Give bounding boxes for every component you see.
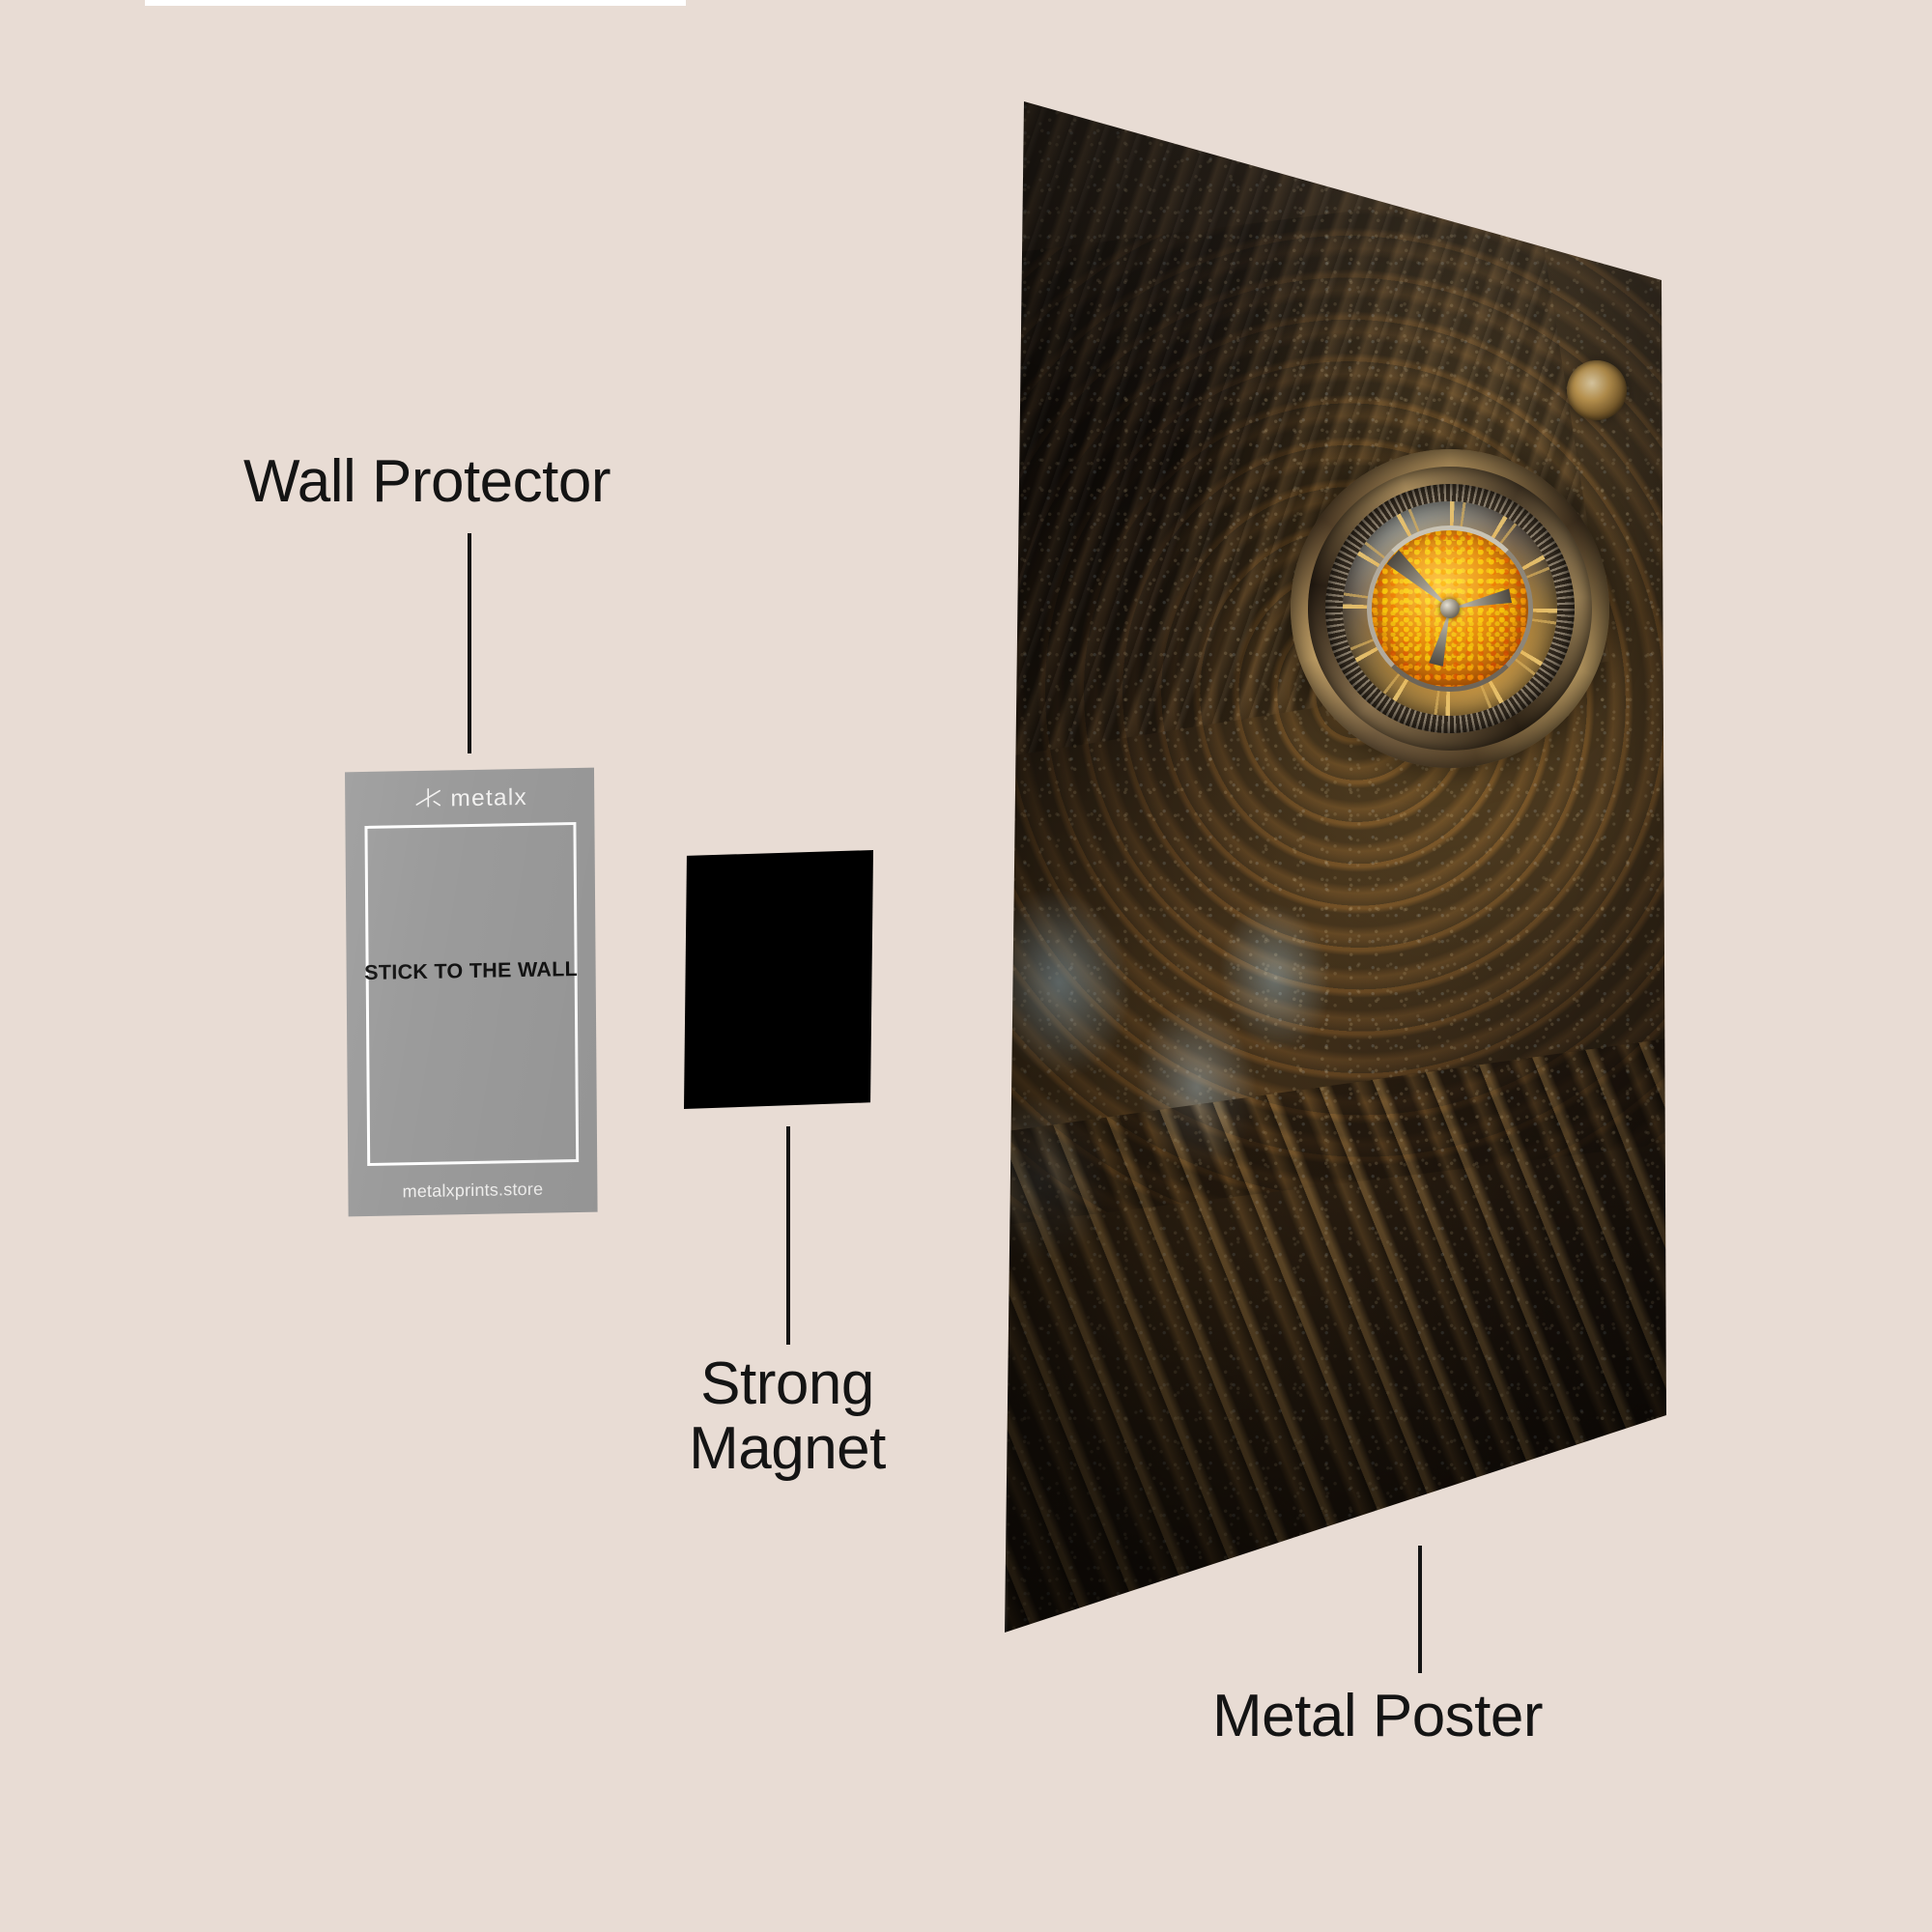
poster-artwork	[1005, 101, 1666, 1633]
wall-protector-inner-frame	[364, 821, 580, 1167]
wall-protector-brand: metalx	[345, 781, 594, 817]
metalx-brand-text: metalx	[449, 783, 527, 812]
artwork-vignette	[1005, 101, 1666, 1633]
wall-protector-card: metalx STICK TO THE WALL metalxprints.st…	[345, 767, 598, 1217]
poster-edge-gloss	[1005, 101, 1009, 1633]
stick-to-the-wall-text: STICK TO THE WALL	[364, 956, 579, 985]
leader-line-wall-protector	[468, 533, 471, 753]
leader-line-strong-magnet	[786, 1126, 790, 1345]
leader-line-metal-poster	[1418, 1546, 1422, 1673]
metal-poster-panel	[1005, 101, 1666, 1633]
label-wall-protector: Wall Protector	[243, 448, 611, 515]
strong-magnet-square	[684, 850, 873, 1109]
store-url-text: metalxprints.store	[402, 1179, 544, 1202]
label-strong-magnet: Strong Magnet	[689, 1350, 886, 1482]
metalx-logo-mark-icon	[413, 785, 442, 814]
label-metal-poster: Metal Poster	[1212, 1683, 1544, 1749]
top-white-strip	[145, 0, 686, 6]
